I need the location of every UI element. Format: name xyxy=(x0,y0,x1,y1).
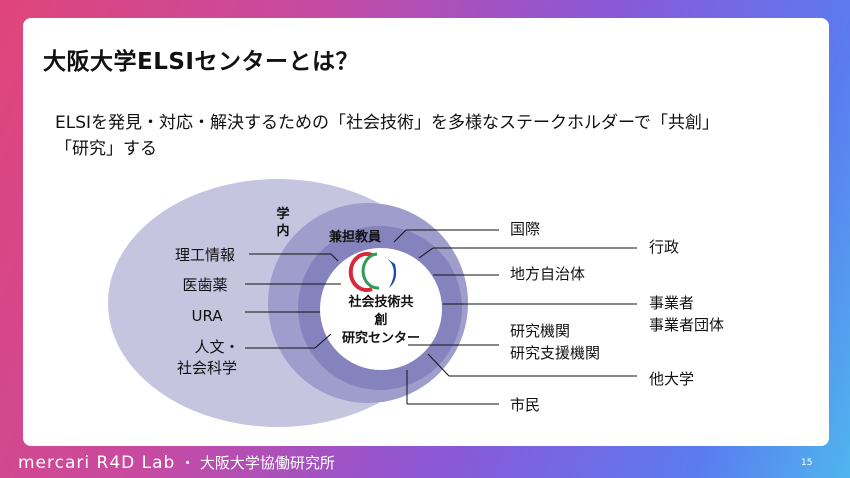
center-logo-icon xyxy=(348,252,397,292)
lead-line-1: ELSIを発見・対応・解決するための「社会技術」を多様なステークホルダーで「共創… xyxy=(55,113,719,133)
right-label-research-line-2: 研究支援機関 xyxy=(510,344,600,362)
page-number: 15 xyxy=(801,458,813,468)
center-label-line-3: 研究センター xyxy=(342,330,420,346)
center-label-line-1: 社会技術共 xyxy=(347,294,413,310)
right-label-citizens: 市民 xyxy=(510,396,540,414)
campus-label-line-1: 学 xyxy=(276,206,289,222)
right-label-other-universities: 他大学 xyxy=(649,370,694,388)
center-label-line-2: 創 xyxy=(373,312,387,328)
footer: mercari R4D Lab ・ 大阪大学協働研究所 xyxy=(18,452,335,473)
right-label-business-line-1: 事業者 xyxy=(649,294,694,312)
right-label-government: 行政 xyxy=(649,238,679,256)
stakeholder-diagram: 学 内 兼担教員 社会技術共 創 研究センター 理工情報 医歯薬 URA 人文・… xyxy=(108,179,724,427)
right-label-business-line-2: 事業者団体 xyxy=(649,316,724,334)
faculty-label: 兼担教員 xyxy=(329,229,381,245)
right-label-research-line-1: 研究機関 xyxy=(510,322,570,340)
slide-title: 大阪大学ELSIセンターとは？ xyxy=(43,49,359,75)
lead-text: ELSIを発見・対応・解決するための「社会技術」を多様なステークホルダーで「共創… xyxy=(55,110,815,162)
left-label-medical: 医歯薬 xyxy=(182,276,227,294)
right-label-international: 国際 xyxy=(510,220,540,238)
left-label-humanities-line-1: 人文・ xyxy=(194,338,239,356)
left-label-humanities-line-2: 社会科学 xyxy=(177,359,237,377)
campus-label-line-2: 内 xyxy=(276,223,289,239)
left-label-engineering: 理工情報 xyxy=(175,246,235,264)
footer-separator: ・ xyxy=(180,454,196,472)
lead-line-2: 「研究」する xyxy=(55,139,157,159)
footer-brand: mercari R4D Lab xyxy=(18,453,176,473)
left-label-ura: URA xyxy=(191,307,223,325)
slide-card: 大阪大学ELSIセンターとは？ ELSIを発見・対応・解決するための「社会技術」… xyxy=(23,18,829,446)
footer-org: 大阪大学協働研究所 xyxy=(199,454,335,472)
right-label-local-government: 地方自治体 xyxy=(510,265,585,283)
connector-lines xyxy=(245,229,637,405)
